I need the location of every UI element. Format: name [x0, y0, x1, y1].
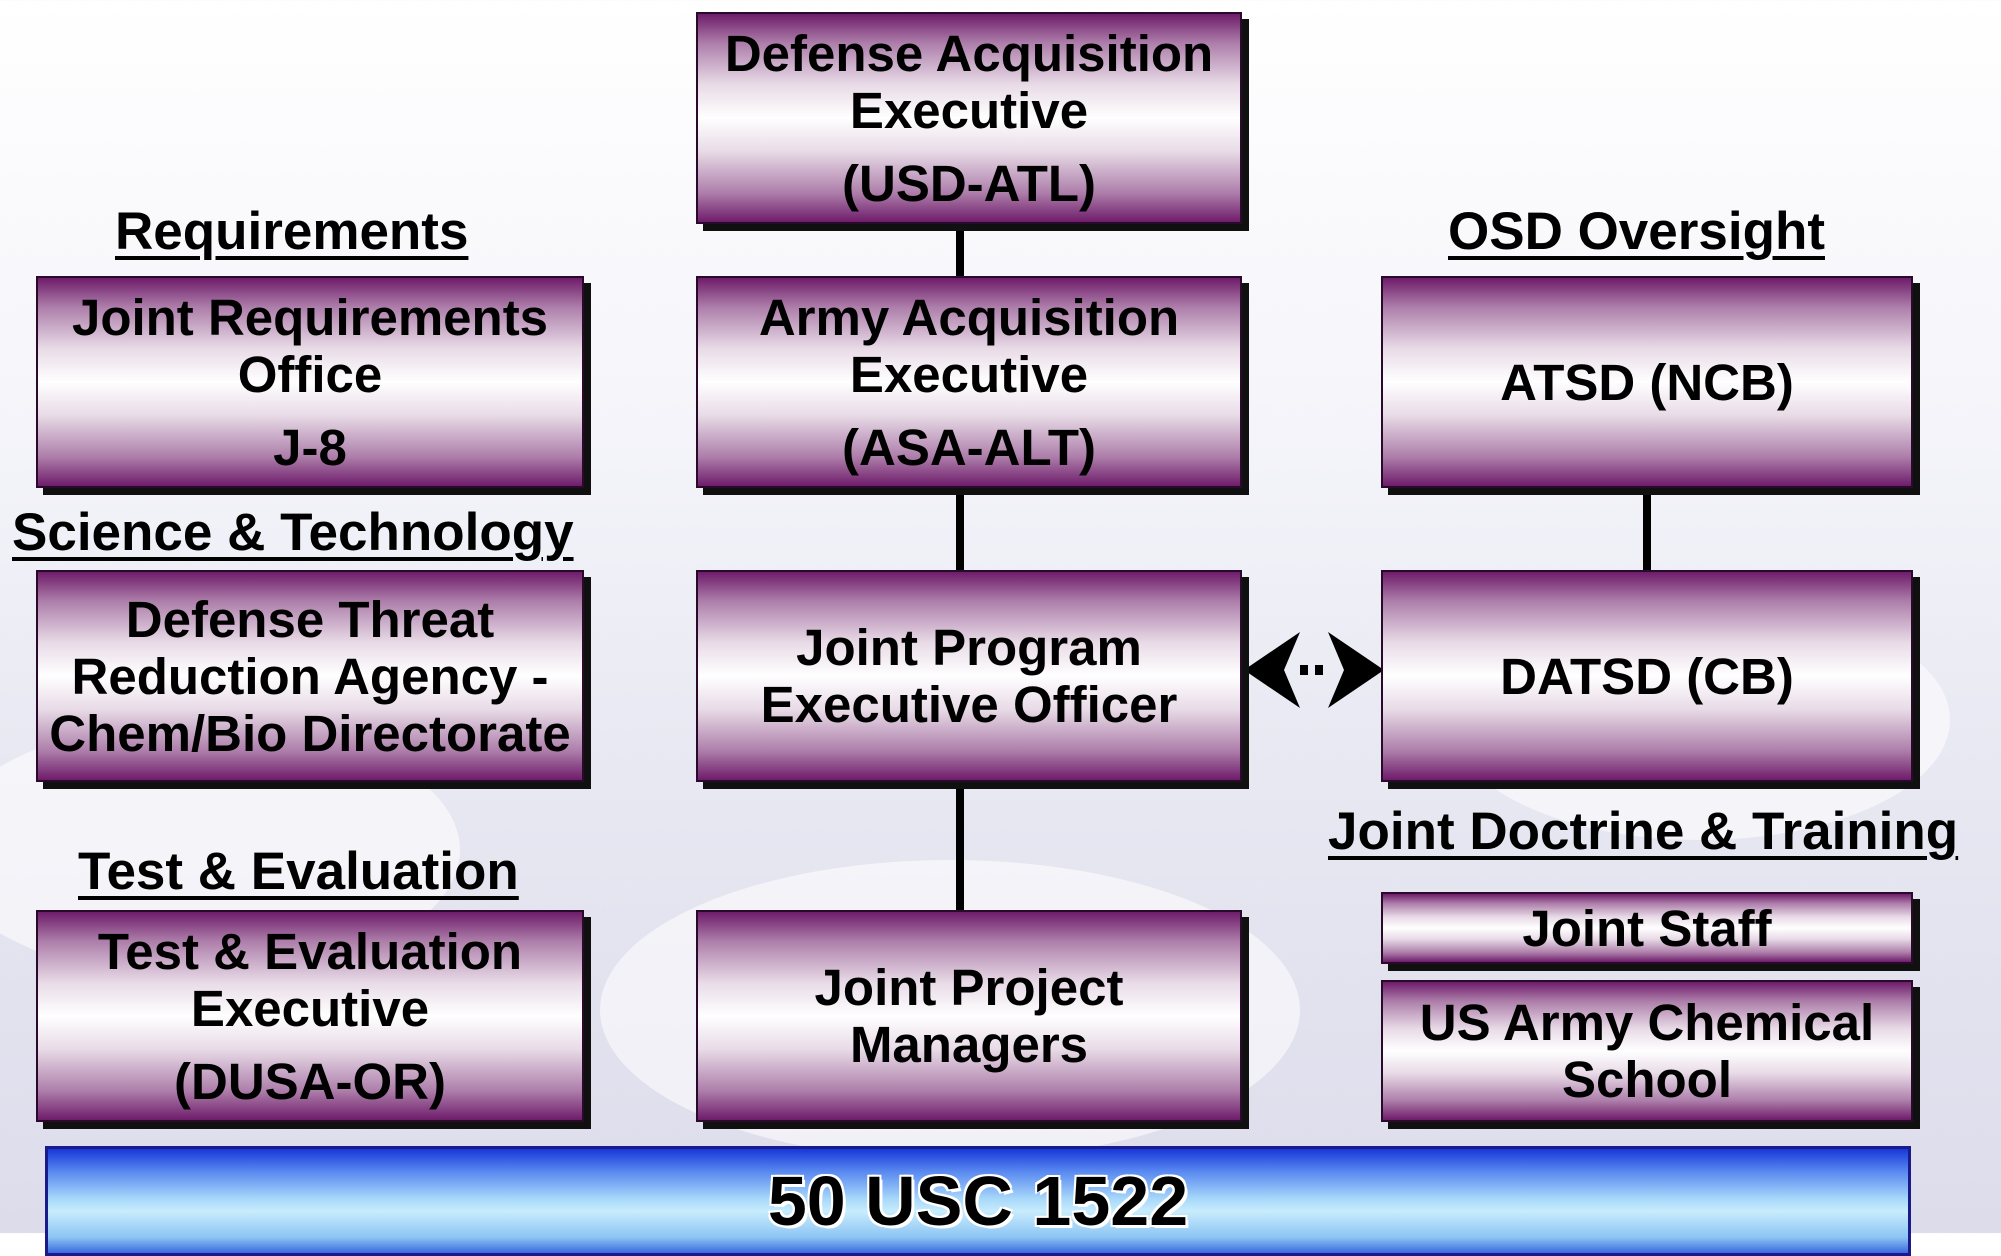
arrow-dot-1 [1300, 665, 1308, 675]
box-sublabel: (ASA-ALT) [842, 418, 1096, 476]
box-label: School [1561, 1051, 1732, 1108]
joint-requirements-office-box: Joint Requirements Office J-8 [36, 276, 584, 488]
heading-osd-oversight: OSD Oversight [1448, 202, 1825, 261]
box-label: Defense Acquisition [724, 24, 1214, 82]
defense-threat-reduction-agency-box: Defense Threat Reduction Agency - Chem/B… [36, 570, 584, 782]
army-acquisition-executive-box: Army Acquisition Executive (ASA-ALT) [696, 276, 1242, 488]
joint-project-managers-box: Joint Project Managers [696, 910, 1242, 1122]
box-label: Army Acquisition [758, 288, 1180, 346]
joint-staff-box: Joint Staff [1381, 892, 1913, 964]
box-label: DATSD (CB) [1500, 647, 1794, 705]
box-label: Chem/Bio Directorate [49, 704, 571, 762]
datsd-cb-box: DATSD (CB) [1381, 570, 1913, 782]
box-sublabel: (DUSA-OR) [174, 1052, 446, 1110]
connector-atsd-datsd [1643, 489, 1651, 571]
heading-requirements: Requirements [115, 202, 469, 261]
joint-program-executive-officer-box: Joint Program Executive Officer [696, 570, 1242, 782]
heading-test-evaluation: Test & Evaluation [78, 842, 519, 901]
coordination-arrow [1244, 632, 1384, 708]
box-label: Reduction Agency - [71, 647, 549, 705]
defense-acquisition-executive-box: Defense Acquisition Executive (USD-ATL) [696, 12, 1242, 224]
arrow-dot-2 [1315, 665, 1323, 675]
arrow-head-left [1244, 632, 1300, 708]
box-label: Office [237, 345, 383, 403]
box-label: Executive Officer [760, 676, 1178, 733]
connector-aae-jpeo [956, 489, 964, 571]
us-army-chemical-school-box: US Army Chemical School [1381, 980, 1913, 1122]
box-label: Defense Threat [125, 590, 495, 648]
box-label: Executive [849, 81, 1089, 139]
box-label: Joint Requirements [71, 288, 549, 346]
heading-joint-doctrine-training: Joint Doctrine & Training [1328, 802, 1959, 861]
box-label: Executive [190, 979, 430, 1037]
box-sublabel: (USD-ATL) [842, 154, 1096, 212]
box-label: Managers [849, 1016, 1089, 1073]
box-label: Test & Evaluation [97, 922, 523, 980]
box-label: Joint Project [814, 959, 1124, 1016]
connector-dae-aae [956, 226, 964, 278]
box-label: Joint Program [796, 619, 1142, 676]
box-label: ATSD (NCB) [1500, 353, 1794, 411]
statute-label: 50 USC 1522 [767, 1162, 1189, 1240]
atsd-ncb-box: ATSD (NCB) [1381, 276, 1913, 488]
statute-banner: 50 USC 1522 [45, 1146, 1911, 1256]
box-label: US Army Chemical [1419, 994, 1875, 1051]
box-sublabel: J-8 [273, 418, 347, 476]
test-evaluation-executive-box: Test & Evaluation Executive (DUSA-OR) [36, 910, 584, 1122]
box-label: Joint Staff [1522, 899, 1772, 957]
connector-jpeo-jpm [956, 783, 964, 911]
heading-science-technology: Science & Technology [12, 503, 574, 562]
box-label: Executive [849, 345, 1089, 403]
arrow-head-right [1328, 632, 1384, 708]
